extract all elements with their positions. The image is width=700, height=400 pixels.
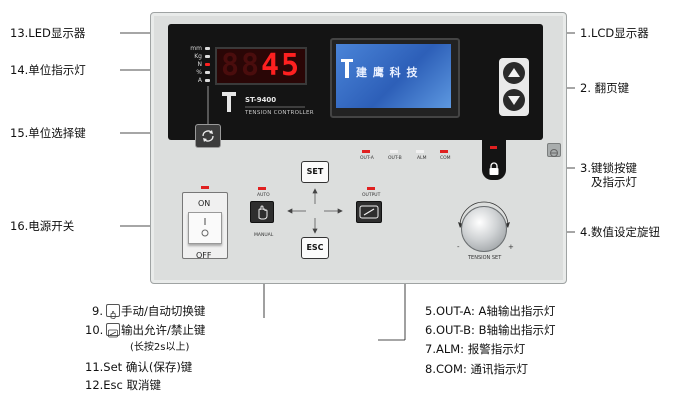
led-digit-3: 4 [261, 48, 280, 83]
callout-key-lock-1: 3.键锁按键 [580, 161, 637, 175]
callout-value-knob: 4.数值设定旋钮 [580, 225, 660, 239]
out-b-label: OUT-B [388, 156, 402, 161]
arrow-up-icon [508, 68, 520, 77]
unit-n: N [197, 61, 203, 68]
set-button[interactable]: SET [301, 161, 329, 183]
lock-icon [489, 162, 499, 175]
power-on-label: ON [198, 199, 211, 208]
key-lock-led [490, 146, 497, 149]
auto-manual-button[interactable] [250, 201, 274, 223]
alm-label: ALM [417, 156, 427, 161]
auto-label: AUTO [257, 193, 270, 198]
page-down-button[interactable] [503, 89, 525, 111]
led-digit-1: 8 [221, 48, 240, 83]
unit-led-mm [205, 47, 210, 50]
unit-a: A [197, 77, 202, 84]
brand-logo-icon [222, 92, 236, 112]
output-led [367, 187, 375, 190]
callout-led-display: 13.LED显示器 [10, 26, 86, 40]
output-switch-icon [108, 329, 118, 338]
auto-led [258, 187, 266, 190]
value-knob[interactable] [461, 206, 507, 252]
power-led [201, 186, 209, 189]
legend-output-icon-box [106, 323, 120, 338]
model-name: ST-9400 [245, 96, 277, 104]
model-divider [245, 106, 305, 108]
legend-item12: 12.Esc 取消键 [85, 378, 162, 392]
led-display: 8 8 4 5 [215, 47, 307, 85]
power-rocker[interactable] [188, 212, 222, 244]
esc-button[interactable]: ESC [301, 237, 329, 259]
legend-item10-note: (长按2s以上) [130, 342, 190, 353]
arrow-down-icon [508, 96, 520, 105]
hand-icon [110, 310, 116, 319]
callout-unit-indicator: 14.单位指示灯 [10, 63, 86, 77]
out-a-label: OUT-A [360, 156, 374, 161]
com-label: COM [440, 156, 451, 161]
callout-unit-select-key: 15.单位选择键 [10, 126, 86, 140]
callout-page-key: 2. 翻页键 [580, 81, 630, 95]
callout-lcd-display: 1.LCD显示器 [580, 26, 649, 40]
legend-item9-number: 9. [92, 304, 103, 318]
lcd-brand-text: 建 鹰 科 技 [356, 66, 419, 79]
unit-indicator-column: mm Kg N % A [178, 45, 212, 87]
navigation-cross-icon [287, 188, 343, 234]
power-symbol-icon [201, 218, 209, 237]
knob-plus: + [508, 243, 514, 251]
unit-mm: mm [190, 45, 202, 52]
led-digit-2: 8 [241, 48, 260, 83]
legend-item7: 7.ALM: 报警指示灯 [425, 342, 526, 356]
mounting-screw [547, 143, 561, 157]
output-switch-icon [359, 205, 379, 219]
legend-item10-number: 10. [85, 323, 104, 337]
unit-led-kg [205, 55, 210, 58]
unit-kg: Kg [194, 53, 202, 60]
legend-hand-icon-box [106, 304, 120, 319]
out-b-led [390, 150, 398, 153]
com-led [440, 150, 448, 153]
callout-key-lock-2: 及指示灯 [591, 175, 637, 189]
led-digit-4: 5 [281, 48, 300, 83]
legend-item6: 6.OUT-B: B轴输出指示灯 [425, 323, 556, 337]
callout-power-switch: 16.电源开关 [10, 219, 75, 233]
legend-item11: 11.Set 确认(保存)键 [85, 360, 193, 374]
knob-minus: - [457, 243, 460, 251]
lcd-display [336, 44, 451, 108]
model-subtitle: TENSION CONTROLLER [245, 110, 314, 116]
page-up-button[interactable] [503, 62, 525, 84]
output-enable-button[interactable] [356, 201, 382, 223]
output-label: OUTPUT [362, 193, 381, 198]
power-off-label: OFF [196, 251, 212, 260]
lcd-logo-icon [341, 59, 353, 78]
legend-item10: 输出允许/禁止键 [121, 323, 206, 337]
legend-item8: 8.COM: 通讯指示灯 [425, 362, 529, 376]
unit-connector-line [207, 86, 209, 124]
refresh-icon [202, 130, 214, 142]
unit-led-percent [205, 71, 210, 74]
alm-led [416, 150, 424, 153]
unit-percent: % [196, 69, 202, 76]
unit-select-button[interactable] [195, 124, 221, 148]
manual-label: MANUAL [254, 233, 274, 238]
out-a-led [362, 150, 370, 153]
unit-led-n [205, 63, 210, 66]
legend-item9: 手动/自动切换键 [121, 304, 206, 318]
knob-label: TENSION SET [468, 255, 502, 261]
page-keys [499, 58, 529, 116]
screw-icon [550, 149, 558, 157]
legend-item5: 5.OUT-A: A轴输出指示灯 [425, 304, 556, 318]
hand-icon [258, 205, 268, 220]
unit-led-a [205, 79, 210, 82]
